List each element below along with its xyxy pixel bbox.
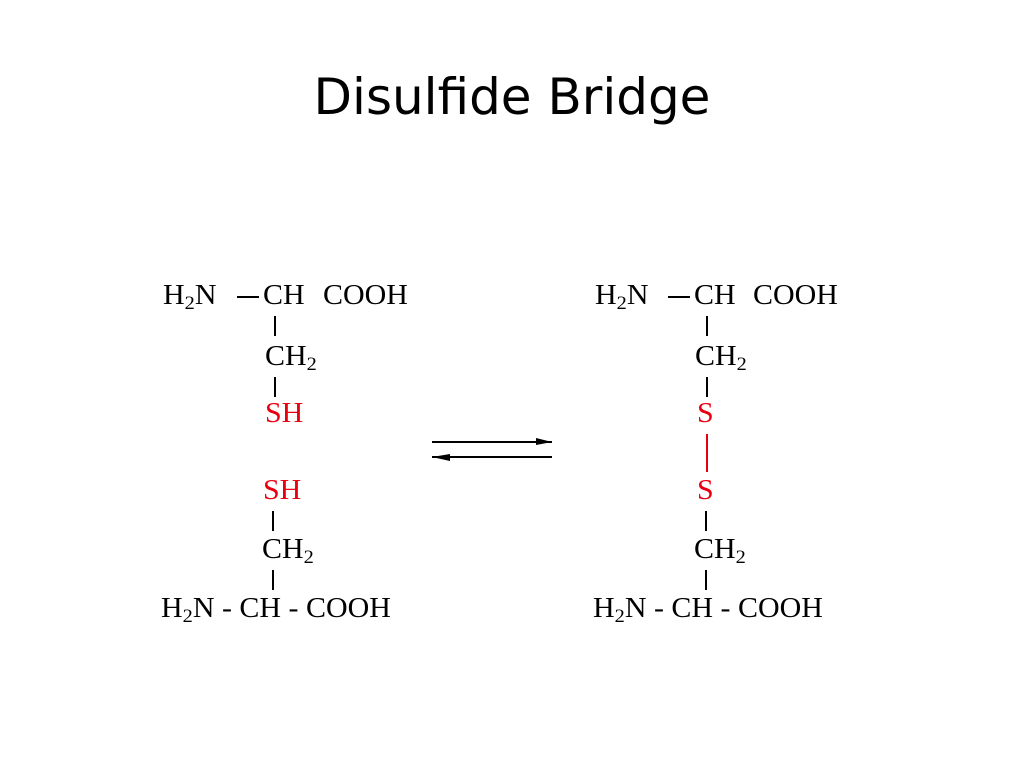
- right-top-amino-group: H2N: [595, 280, 649, 314]
- left-bottom-amino-acid-chain: H2N - CH - COOH: [161, 593, 391, 627]
- left-top-methylene: CH2: [265, 341, 317, 375]
- left-top-bond-vertical: [274, 316, 276, 336]
- left-top-carboxyl-group: COOH: [323, 280, 408, 311]
- right-top-bond-vertical-2: [706, 377, 708, 397]
- right-bottom-methylene: CH2: [694, 534, 746, 568]
- right-bottom-sulfur-atom: S: [697, 475, 714, 506]
- left-bottom-thiol-group: SH: [263, 475, 302, 506]
- right-top-bond-vertical: [706, 316, 708, 336]
- slide-title: Disulfide Bridge: [313, 68, 711, 126]
- left-bottom-methylene: CH2: [262, 534, 314, 568]
- right-top-sulfur-atom: S: [697, 398, 714, 429]
- left-top-thiol-group: SH: [265, 398, 304, 429]
- left-bottom-bond-vertical: [272, 511, 274, 531]
- left-top-bond-vertical-2: [274, 377, 276, 397]
- right-top-bond: [668, 296, 690, 298]
- left-top-bond: [237, 296, 259, 298]
- disulfide-bond: [706, 434, 708, 472]
- right-top-carboxyl-group: COOH: [753, 280, 838, 311]
- left-top-alpha-carbon: CH: [263, 280, 305, 311]
- right-bottom-bond-vertical-2: [705, 570, 707, 590]
- right-bottom-bond-vertical: [705, 511, 707, 531]
- right-top-alpha-carbon: CH: [694, 280, 736, 311]
- right-top-methylene: CH2: [695, 341, 747, 375]
- left-bottom-bond-vertical-2: [272, 570, 274, 590]
- left-top-amino-group: H2N: [163, 280, 217, 314]
- equilibrium-arrows-icon: [432, 438, 552, 461]
- right-bottom-amino-acid-chain: H2N - CH - COOH: [593, 593, 823, 627]
